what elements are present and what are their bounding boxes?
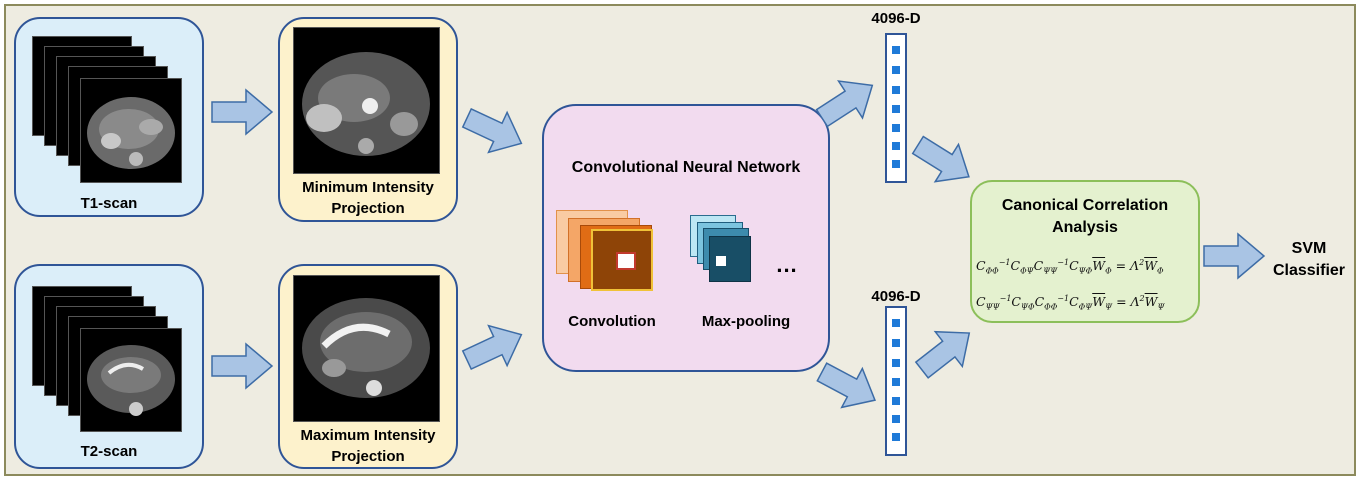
svm-label-line2: Classifier [1272,262,1346,279]
max-projection-label-1: Maximum Intensity [300,427,436,444]
kernel-window [616,252,636,270]
min-projection-label-2: Projection [331,200,405,217]
feature-cell [892,124,900,132]
convolution-label: Convolution [568,313,656,330]
cca-equation-2: CΨΨ−1CΨΦCΦΦ−1CΦΨWΨ = Λ2WΨ [976,294,1165,312]
feature-cell [892,433,900,441]
t1-scan-label: T1-scan [80,195,138,212]
cca-title-line1: Canonical Correlation [1001,197,1169,214]
pooled-map-front [709,236,751,282]
arrow-bottom-to-cca [907,314,984,389]
min-projection-label-1: Minimum Intensity [302,179,434,196]
feature-cell [892,142,900,150]
feature-vector-top [885,33,907,183]
feature-cell [892,397,900,405]
feature-cell [892,105,900,113]
feature-cell [892,46,900,54]
t1-slice-front [80,78,182,183]
arrow-t1-to-min [211,89,273,135]
feature-top-label: 4096-D [871,10,921,27]
maxpool-label: Max-pooling [701,313,791,330]
feature-vector-bottom [885,306,907,456]
cca-title-line2: Analysis [1052,219,1118,236]
max-projection-image [293,275,440,422]
arrow-t2-to-max [211,343,273,389]
cnn-ellipsis: ... [776,252,798,277]
arrow-max-to-cnn [456,313,532,381]
feature-cell [892,66,900,74]
feature-cell [892,86,900,94]
t2-scan-label: T2-scan [80,443,138,460]
feature-cell [892,319,900,327]
pooled-cell [716,256,726,266]
arrow-top-to-cca [905,125,982,197]
arrow-cca-to-svm [1203,233,1265,279]
feature-cell [892,378,900,386]
feature-cell [892,415,900,423]
t2-slice-front [80,328,182,432]
arrow-cnn-to-top [809,66,886,138]
arrow-cnn-to-bottom [810,351,887,421]
cnn-title: Convolutional Neural Network [571,159,801,176]
cca-equation-1: CΦΦ−1CΦΨCΨΨ−1CΨΦWΦ = Λ2WΦ [976,258,1164,276]
cca-box [970,180,1200,323]
feature-cell [892,160,900,168]
svm-label-line1: SVM [1291,240,1327,257]
feature-cell [892,339,900,347]
min-projection-image [293,27,440,174]
max-projection-label-2: Projection [331,448,405,465]
feature-cell [892,359,900,367]
arrow-min-to-cnn [456,97,532,165]
feature-bottom-label: 4096-D [871,288,921,305]
